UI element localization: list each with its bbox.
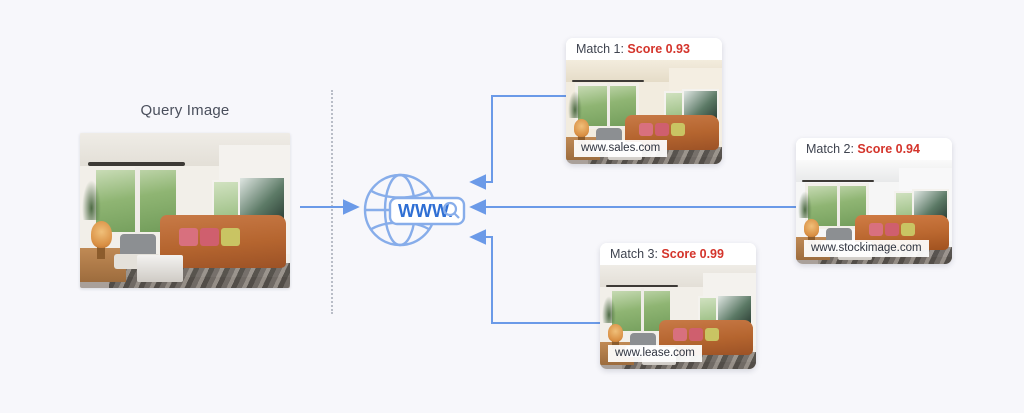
match-card-2-label: Match 2: Score 0.94 xyxy=(796,138,952,160)
query-image-artwork xyxy=(80,133,290,288)
vertical-dotted-divider xyxy=(331,90,333,314)
arrow-match1-to-web xyxy=(469,95,566,190)
arrow-match3-to-web xyxy=(469,229,600,324)
match-card-3[interactable]: Match 3: Score 0.99 www.lease.com xyxy=(600,243,756,369)
match-card-3-title: Match 3: xyxy=(610,247,662,261)
match-card-3-image: www.lease.com xyxy=(600,265,756,369)
www-text: WWW. xyxy=(398,201,453,221)
match-card-3-label: Match 3: Score 0.99 xyxy=(600,243,756,265)
match-card-2-image: www.stockimage.com xyxy=(796,160,952,264)
match-card-1-image: www.sales.com xyxy=(566,60,722,164)
match-card-1-label: Match 1: Score 0.93 xyxy=(566,38,722,60)
www-search-bar: WWW. xyxy=(388,196,466,226)
magnifier-icon xyxy=(442,201,460,219)
page-title: Query Image xyxy=(140,102,230,119)
match-card-3-url[interactable]: www.lease.com xyxy=(608,345,702,362)
query-image-thumbnail xyxy=(80,133,290,288)
web-search-globe[interactable]: WWW. xyxy=(356,166,468,256)
match-card-1-score: Score 0.93 xyxy=(627,42,690,56)
match-card-2[interactable]: Match 2: Score 0.94 www.stockimage.com xyxy=(796,138,952,264)
match-card-1-title: Match 1: xyxy=(576,42,628,56)
match-card-1[interactable]: Match 1: Score 0.93 www.sales.com xyxy=(566,38,722,164)
match-card-2-url[interactable]: www.stockimage.com xyxy=(804,240,929,257)
match-card-2-title: Match 2: xyxy=(806,142,858,156)
match-card-2-score: Score 0.94 xyxy=(857,142,920,156)
match-card-1-url[interactable]: www.sales.com xyxy=(574,140,668,157)
match-card-3-score: Score 0.99 xyxy=(661,247,724,261)
